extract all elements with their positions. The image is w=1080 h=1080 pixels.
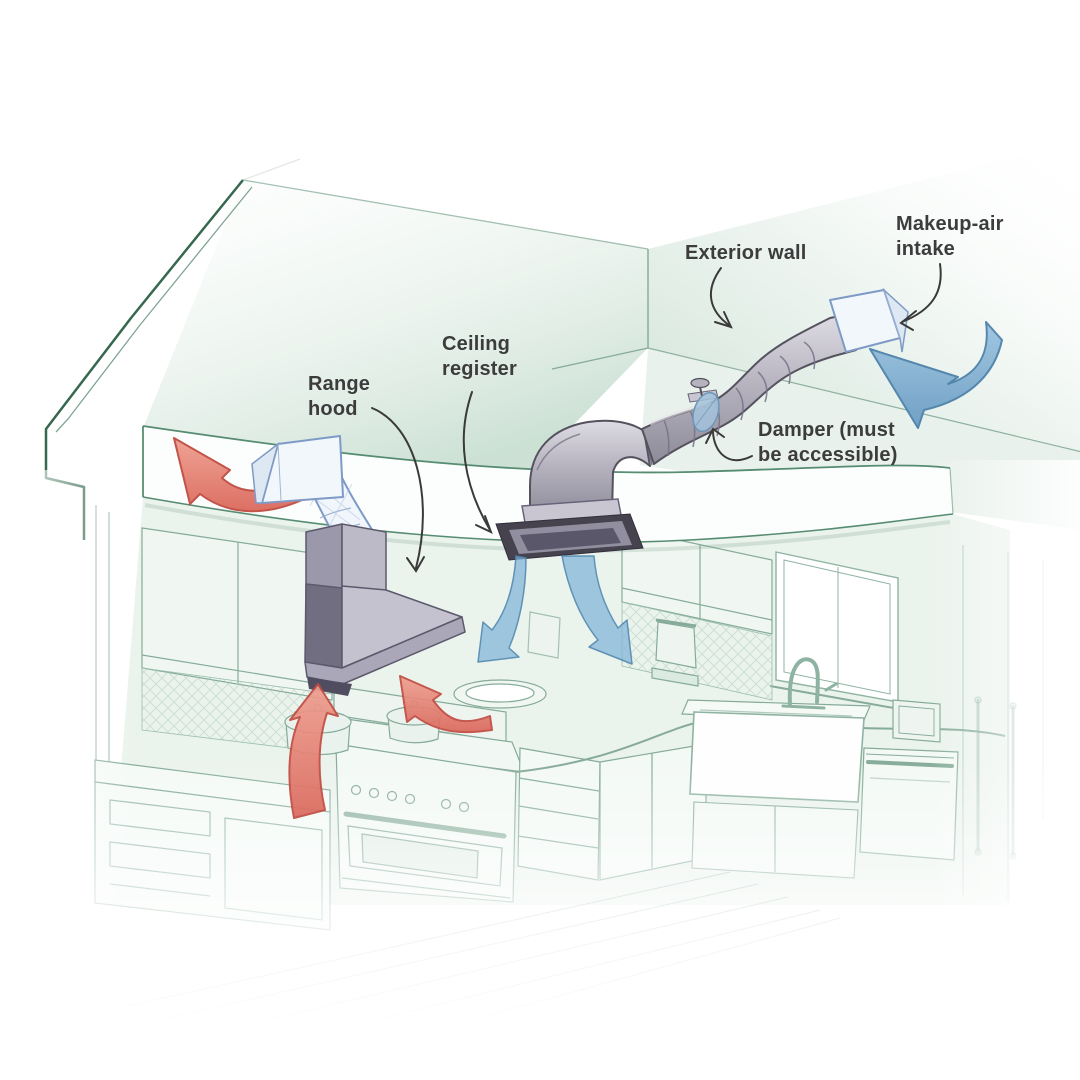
bottom-fade bbox=[0, 760, 1080, 1080]
leader-arrows bbox=[371, 263, 942, 573]
range-hood-leader bbox=[371, 407, 424, 569]
hood-underside bbox=[307, 677, 352, 696]
coffee-maker bbox=[651, 618, 699, 687]
label-line: Makeup-air bbox=[896, 213, 1004, 235]
ceiling-register-frame bbox=[495, 513, 644, 561]
faucet bbox=[787, 657, 820, 706]
label-line: be accessible) bbox=[758, 444, 898, 466]
label-range-hood: Range hood bbox=[308, 372, 370, 422]
label-makeup-air-intake: Makeup-air intake bbox=[896, 212, 1004, 262]
label-damper: Damper (must be accessible) bbox=[758, 418, 898, 468]
label-line: Range bbox=[308, 373, 371, 395]
plate-edge-left bbox=[551, 347, 649, 370]
damper-handle bbox=[690, 377, 710, 389]
ceiling-register-leader bbox=[462, 391, 491, 531]
hood-wall-cap bbox=[251, 435, 344, 504]
window bbox=[775, 551, 899, 703]
label-line: hood bbox=[308, 398, 358, 420]
roof-rake-inner-line bbox=[55, 186, 253, 433]
window-sill bbox=[769, 685, 906, 711]
label-line: Exterior wall bbox=[685, 242, 807, 264]
left-fade bbox=[0, 470, 135, 1080]
exterior-wall-leader bbox=[709, 267, 731, 327]
hood-chimney-right bbox=[341, 523, 387, 593]
supply-air-arrows bbox=[477, 321, 1003, 665]
upper-cabinets-right bbox=[621, 527, 773, 635]
supply-right-arrow bbox=[561, 555, 633, 665]
roof-rake-fade-line bbox=[242, 158, 301, 181]
ceiling-plane bbox=[143, 180, 648, 480]
right-fade bbox=[930, 460, 1080, 1020]
cooking-fumes-left-arrow bbox=[288, 683, 339, 819]
hood-canopy-left-face bbox=[304, 583, 343, 669]
range-hood bbox=[304, 523, 466, 696]
makeup-air-duct bbox=[495, 287, 909, 561]
duct-elbow bbox=[529, 419, 651, 517]
supply-left-arrow bbox=[477, 555, 527, 663]
damper-leader bbox=[712, 431, 753, 462]
label-exterior-wall: Exterior wall bbox=[685, 241, 807, 266]
label-line: Damper (must bbox=[758, 419, 895, 441]
label-line: Ceiling bbox=[442, 333, 511, 355]
hood-exhaust-duct bbox=[251, 435, 378, 547]
ceiling-hip-line bbox=[242, 179, 649, 250]
label-line: intake bbox=[896, 238, 956, 260]
damper-assembly bbox=[687, 377, 720, 433]
makeup-air-leader bbox=[901, 263, 942, 323]
plate-edge-right bbox=[647, 347, 1080, 453]
label-ceiling-register: Ceiling register bbox=[442, 332, 517, 382]
canister bbox=[527, 611, 561, 659]
cooking-fume-arrows bbox=[288, 675, 493, 819]
cooking-fumes-right-arrow bbox=[399, 675, 493, 734]
makeup-air-in-arrow bbox=[869, 321, 1003, 429]
makeup-air-cap bbox=[829, 287, 909, 353]
label-line: register bbox=[442, 358, 517, 380]
